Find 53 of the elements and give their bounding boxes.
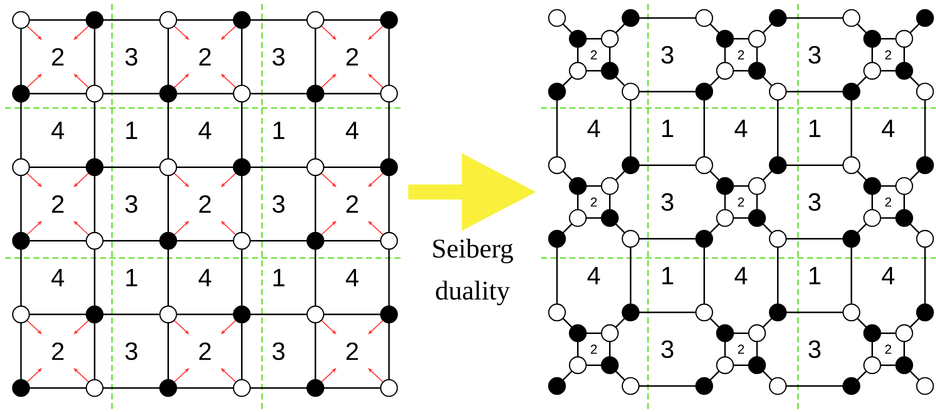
face-number: 2 [199,342,211,360]
face-number: 1 [274,122,284,139]
face-number: 2 [590,50,597,60]
face-number: 2 [590,197,597,207]
face-number: 2 [52,195,64,213]
face-number: 2 [346,48,358,66]
face-number: 2 [738,197,744,207]
face-number: 4 [198,122,212,139]
face-number: 1 [662,267,674,284]
face-number: 2 [346,195,358,213]
face-number: 4 [734,120,748,137]
face-number: 4 [51,269,64,286]
face-number: 1 [126,269,138,286]
face-number: 2 [199,195,211,213]
face-number: 3 [125,48,138,66]
face-number: 2 [199,48,211,66]
face-number: 3 [808,193,820,211]
face-number: 4 [587,120,600,137]
face-number: 2 [738,50,744,60]
brane-tiling-drawing [5,4,401,410]
face-number: 3 [661,46,674,64]
face-number: 3 [661,340,674,358]
face-number: 2 [52,48,64,66]
face-number: 3 [272,195,284,213]
face-number: 2 [590,344,597,354]
face-number: 3 [808,340,820,358]
face-number: 3 [272,342,284,360]
brane-tiling-drawing [541,4,936,410]
face-number: 3 [125,342,138,360]
face-number: 1 [126,122,138,139]
face-number: 4 [587,267,600,284]
face-number: 3 [125,195,138,213]
face-number: 1 [810,120,820,137]
face-number: 2 [885,344,892,354]
face-number: 1 [274,269,284,286]
face-number: 4 [51,122,64,139]
edge-label: Seiberg duality [433,238,513,306]
face-number: 4 [346,122,358,139]
face-number: 1 [810,267,820,284]
face-number: 2 [885,50,892,60]
face-number: 3 [808,46,820,64]
face-number: 4 [346,269,358,286]
face-number: 4 [198,269,212,286]
face-number: 1 [662,120,674,137]
face-number: 4 [882,267,894,284]
face-number: 2 [346,342,358,360]
face-number: 4 [882,120,894,137]
face-number: 4 [734,267,748,284]
face-number: 3 [272,48,284,66]
face-number: 3 [661,193,674,211]
face-number: 2 [52,342,64,360]
face-number: 2 [738,344,744,354]
face-number: 2 [885,197,892,207]
